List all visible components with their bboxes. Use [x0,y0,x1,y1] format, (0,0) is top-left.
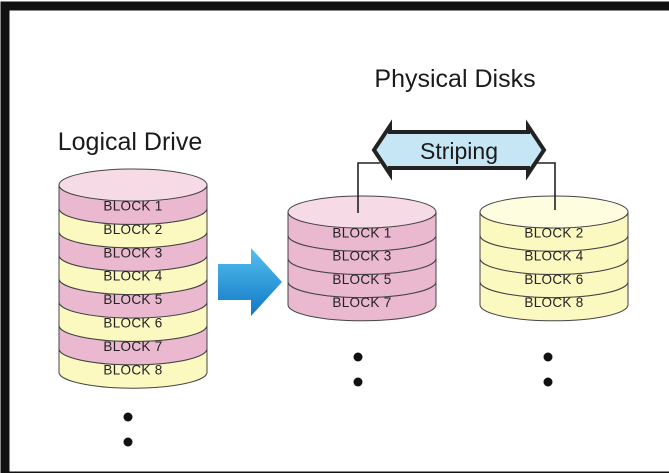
striping-label: Striping [420,138,498,164]
double-arrow-icon [371,119,547,181]
block-label: BLOCK 7 [103,339,162,354]
block-label: BLOCK 6 [103,316,162,331]
logical-drive-cylinder: BLOCK 1 BLOCK 2 BLOCK 3 BLOCK 4 BLOCK 5 BLOCK… [58,168,208,389]
block-label: BLOCK 1 [103,199,162,214]
right-arrow-icon [218,248,282,316]
block-label: BLOCK 2 [524,225,583,240]
striping-connector-line [357,162,556,213]
block-label: BLOCK 8 [524,295,583,310]
logical-drive-title: Logical Drive [58,128,203,156]
cylinder-top [58,168,208,202]
block-label: BLOCK 3 [332,249,391,264]
block-label: BLOCK 5 [332,272,391,287]
physical-disk-1-cylinder: BLOCK 1 BLOCK 3 BLOCK 5 BLOCK 7 [287,195,437,322]
block-label: BLOCK 3 [103,245,162,260]
block-label: BLOCK 4 [103,269,162,284]
block-label: BLOCK 7 [332,295,391,310]
block-label: BLOCK 4 [524,249,583,264]
block-label: BLOCK 5 [103,292,162,307]
ellipsis-dots-icon [123,352,553,447]
physical-disks-title: Physical Disks [374,65,535,93]
cylinder-top [479,195,629,229]
block-label: BLOCK 8 [103,362,162,377]
block-label: BLOCK 6 [524,272,583,287]
cylinder-top [287,195,437,229]
physical-disk-2-cylinder: BLOCK 2 BLOCK 4 BLOCK 6 BLOCK 8 [479,195,629,322]
block-label: BLOCK 2 [103,222,162,237]
block-label: BLOCK 1 [332,225,391,240]
